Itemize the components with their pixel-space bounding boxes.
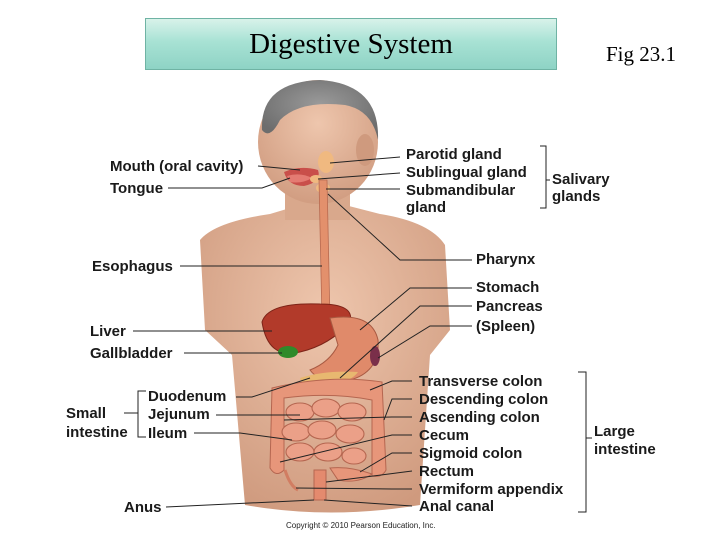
label-submandibular-1: Submandibular xyxy=(406,182,515,199)
label-cecum: Cecum xyxy=(419,427,469,444)
label-small-intestine-2: intestine xyxy=(66,424,128,441)
large-intestine-shape xyxy=(269,378,387,477)
parotid-gland xyxy=(318,151,334,173)
label-salivary-2: glands xyxy=(552,188,600,205)
spleen-shape xyxy=(370,346,380,366)
hair xyxy=(261,80,379,140)
leader-lines xyxy=(124,145,592,513)
tongue-shape xyxy=(287,174,312,183)
label-duodenum: Duodenum xyxy=(148,388,226,405)
label-appendix: Vermiform appendix xyxy=(419,481,564,498)
appendix-shape xyxy=(283,469,299,492)
label-submandibular-2: gland xyxy=(406,199,446,216)
label-sublingual: Sublingual gland xyxy=(406,164,527,181)
label-small-intestine-1: Small xyxy=(66,405,106,422)
gallbladder-shape xyxy=(278,346,298,358)
page-title: Digestive System xyxy=(249,27,453,60)
label-gallbladder: Gallbladder xyxy=(90,345,173,362)
label-large-intestine-1: Large xyxy=(594,423,635,440)
title-banner: Digestive System xyxy=(145,18,557,70)
label-salivary-1: Salivary xyxy=(552,171,610,188)
label-parotid: Parotid gland xyxy=(406,146,502,163)
label-descending-colon: Descending colon xyxy=(419,391,548,408)
ear xyxy=(356,134,374,166)
label-sigmoid-colon: Sigmoid colon xyxy=(419,445,522,462)
label-esophagus: Esophagus xyxy=(92,258,173,275)
label-jejunum: Jejunum xyxy=(148,406,210,423)
label-ileum: Ileum xyxy=(148,425,187,442)
label-transverse-colon: Transverse colon xyxy=(419,373,542,390)
label-pancreas: Pancreas xyxy=(476,298,543,315)
label-anal-canal: Anal canal xyxy=(419,498,494,515)
label-mouth: Mouth (oral cavity) xyxy=(110,158,243,175)
label-anus: Anus xyxy=(124,499,162,516)
label-large-intestine-2: intestine xyxy=(594,441,656,458)
label-rectum: Rectum xyxy=(419,463,474,480)
label-ascending-colon: Ascending colon xyxy=(419,409,540,426)
label-tongue: Tongue xyxy=(110,180,163,197)
label-spleen: (Spleen) xyxy=(476,318,535,335)
label-stomach: Stomach xyxy=(476,279,539,296)
rectum-shape xyxy=(313,469,327,501)
label-pharynx: Pharynx xyxy=(476,251,536,268)
figure-number: Fig 23.1 xyxy=(606,42,677,66)
label-liver: Liver xyxy=(90,323,126,340)
small-intestine-coils xyxy=(281,398,367,465)
copyright-notice: Copyright © 2010 Pearson Education, Inc. xyxy=(286,521,436,530)
